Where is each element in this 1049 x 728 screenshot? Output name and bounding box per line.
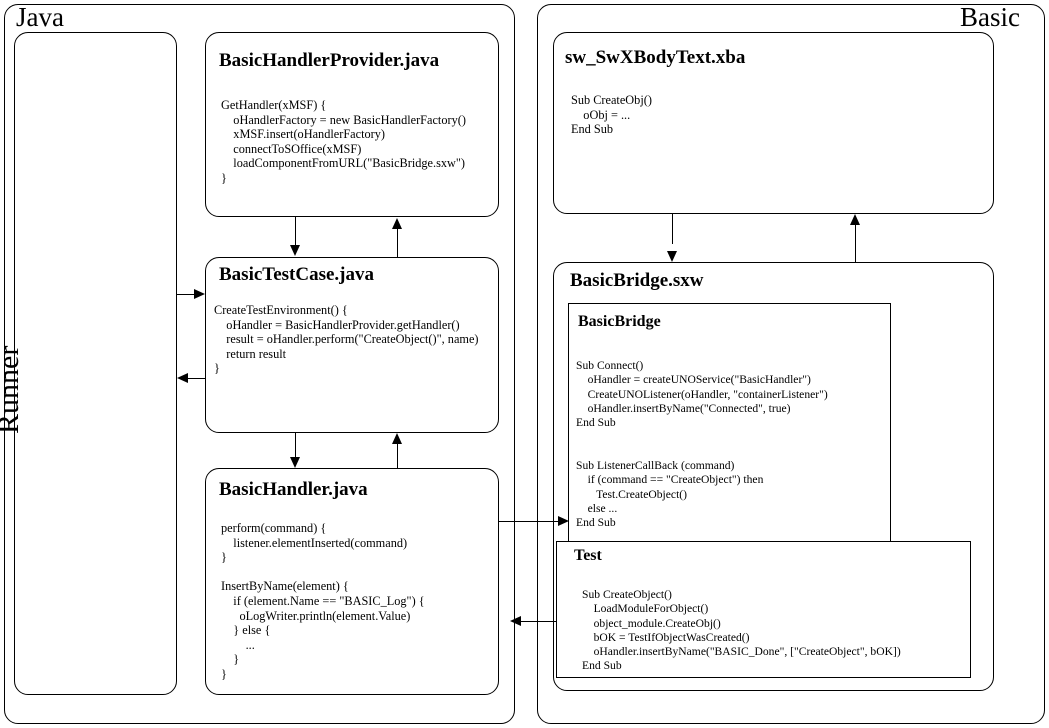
module-basic-bridge-code: Sub Connect() oHandler = createUNOServic… [576,359,828,530]
connector-bridgedoc-to-bodytext-line [855,224,856,262]
connector-testcase-to-handler-arrow [289,457,300,468]
zone-basic [537,4,1045,724]
box-basic-test-case[interactable] [205,257,499,433]
runner-label: Runner [0,345,25,434]
box-basic-test-case-code: CreateTestEnvironment() { oHandler = Bas… [214,303,479,376]
connector-handler-to-bridge-arrow [558,515,569,526]
module-test-title: Test [574,547,602,564]
connector-testcase-to-handler-line [295,433,296,459]
box-basic-handler-provider-title: BasicHandlerProvider.java [219,50,440,71]
connector-bridgedoc-to-bodytext-arrow [849,214,860,225]
connector-testcase-to-provider-arrow [391,218,402,229]
connector-runner-to-testcase-line [177,294,199,295]
connector-bodytext-to-bridgedoc-arrow [666,251,677,262]
zone-java-label: Java [16,2,64,32]
runner-box[interactable] [14,32,177,695]
connector-runner-to-testcase-arrow [194,288,205,299]
connector-testcase-to-runner-arrow [177,372,188,383]
box-sw-swx-body-text[interactable] [553,32,994,214]
module-basic-bridge-title: BasicBridge [578,313,661,330]
box-basic-handler-code: perform(command) { listener.elementInser… [221,521,425,681]
connector-provider-to-testcase-arrow [289,245,300,256]
connector-test-to-handler-line [516,621,557,622]
connector-testcase-to-provider-line [397,228,398,257]
box-basic-handler-provider[interactable] [205,32,499,217]
box-basic-test-case-title: BasicTestCase.java [219,264,374,285]
zone-basic-label: Basic [960,2,1020,32]
box-sw-swx-body-text-code: Sub CreateObj() oObj = ... End Sub [571,93,652,137]
connector-handler-to-bridge-line [499,521,563,522]
connector-test-to-handler-arrow [510,615,521,626]
connector-provider-to-testcase-line [295,217,296,247]
box-basic-handler-title: BasicHandler.java [219,479,368,500]
zone-java [4,4,515,724]
connector-bodytext-to-bridgedoc-line [672,214,673,244]
connector-testcase-to-runner-line [183,378,205,379]
module-basic-bridge[interactable] [568,303,891,542]
box-basic-handler-provider-code: GetHandler(xMSF) { oHandlerFactory = new… [221,98,466,185]
module-test[interactable] [556,541,971,678]
box-basic-handler[interactable] [205,468,499,695]
box-sw-swx-body-text-title: sw_SwXBodyText.xba [565,47,746,68]
module-test-code: Sub CreateObject() LoadModuleForObject()… [582,588,901,673]
box-basic-bridge-sxw-title: BasicBridge.sxw [570,270,704,291]
connector-handler-to-testcase-line [397,443,398,468]
connector-handler-to-testcase-arrow [391,433,402,444]
